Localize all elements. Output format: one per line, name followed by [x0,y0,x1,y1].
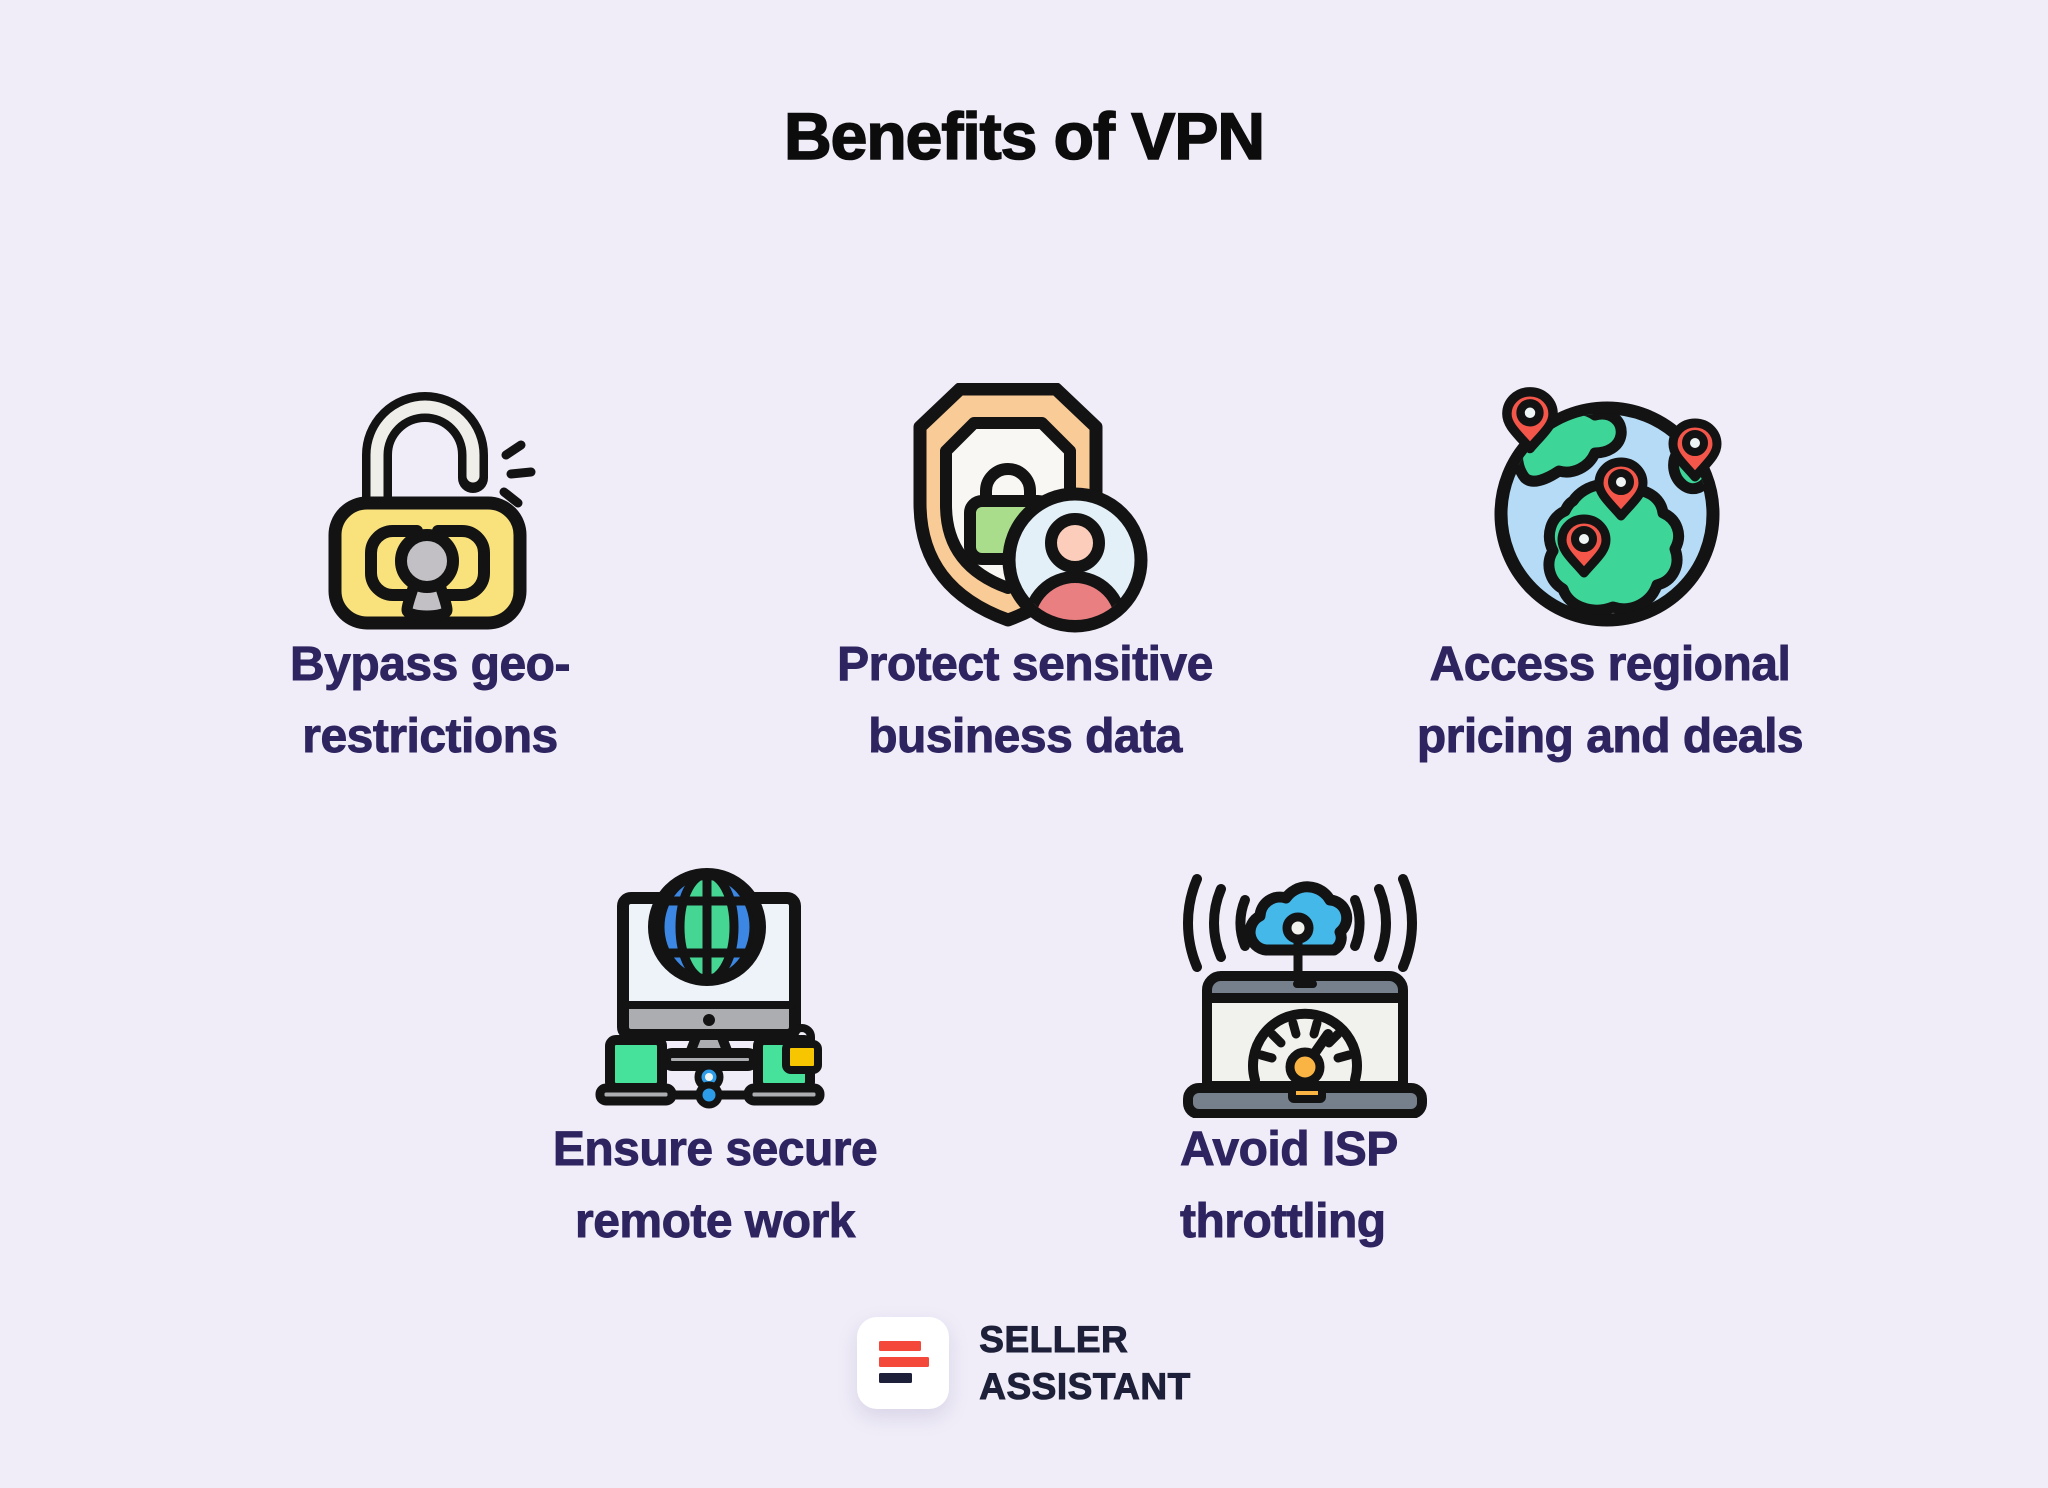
benefit-label-line2: pricing and deals [1416,710,1804,764]
benefit-protect-business-data: Protect sensitive business data [765,382,1285,773]
benefit-label-line2: restrictions [302,710,559,764]
benefit-label-line2: throttling [1180,1195,1387,1249]
benefit-regional-pricing-deals: Access regional pricing and deals [1350,383,1870,773]
benefit-label: Bypass geo- restrictions [290,629,571,773]
benefit-label: Access regional pricing and deals [1416,629,1804,773]
benefit-label-line2: business data [868,710,1183,764]
benefit-label-line1: Avoid ISP [1180,1123,1399,1177]
benefit-label-line1: Ensure secure [552,1123,878,1177]
brand-name-line1: SELLER [979,1319,1129,1361]
benefit-label: Ensure secure remote work [552,1114,878,1258]
page-title: Benefits of VPN [783,98,1266,174]
remote-work-network-icon [590,868,840,1118]
seller-assistant-logo-icon [857,1317,950,1409]
globe-location-pins-icon [1485,383,1735,633]
unlocked-padlock-icon [305,383,555,633]
brand-name: SELLER ASSISTANT [979,1316,1191,1410]
benefit-label: Avoid ISP throttling [1180,1114,1399,1258]
brand-name-line2: ASSISTANT [979,1366,1191,1408]
benefit-bypass-geo-restrictions: Bypass geo- restrictions [170,383,690,773]
benefit-label-line1: Protect sensitive [837,638,1214,692]
seller-assistant-brand: SELLER ASSISTANT [0,1298,2048,1428]
benefit-avoid-isp-throttling: Avoid ISP throttling [1180,868,1700,1258]
benefit-label-line1: Access regional [1429,638,1791,692]
benefit-secure-remote-work: Ensure secure remote work [455,868,975,1258]
speedometer-laptop-icon [1180,868,1430,1119]
shield-user-icon [890,382,1160,633]
benefit-label-line1: Bypass geo- [290,638,571,692]
benefit-label-line2: remote work [575,1195,856,1249]
benefit-label: Protect sensitive business data [837,629,1214,773]
